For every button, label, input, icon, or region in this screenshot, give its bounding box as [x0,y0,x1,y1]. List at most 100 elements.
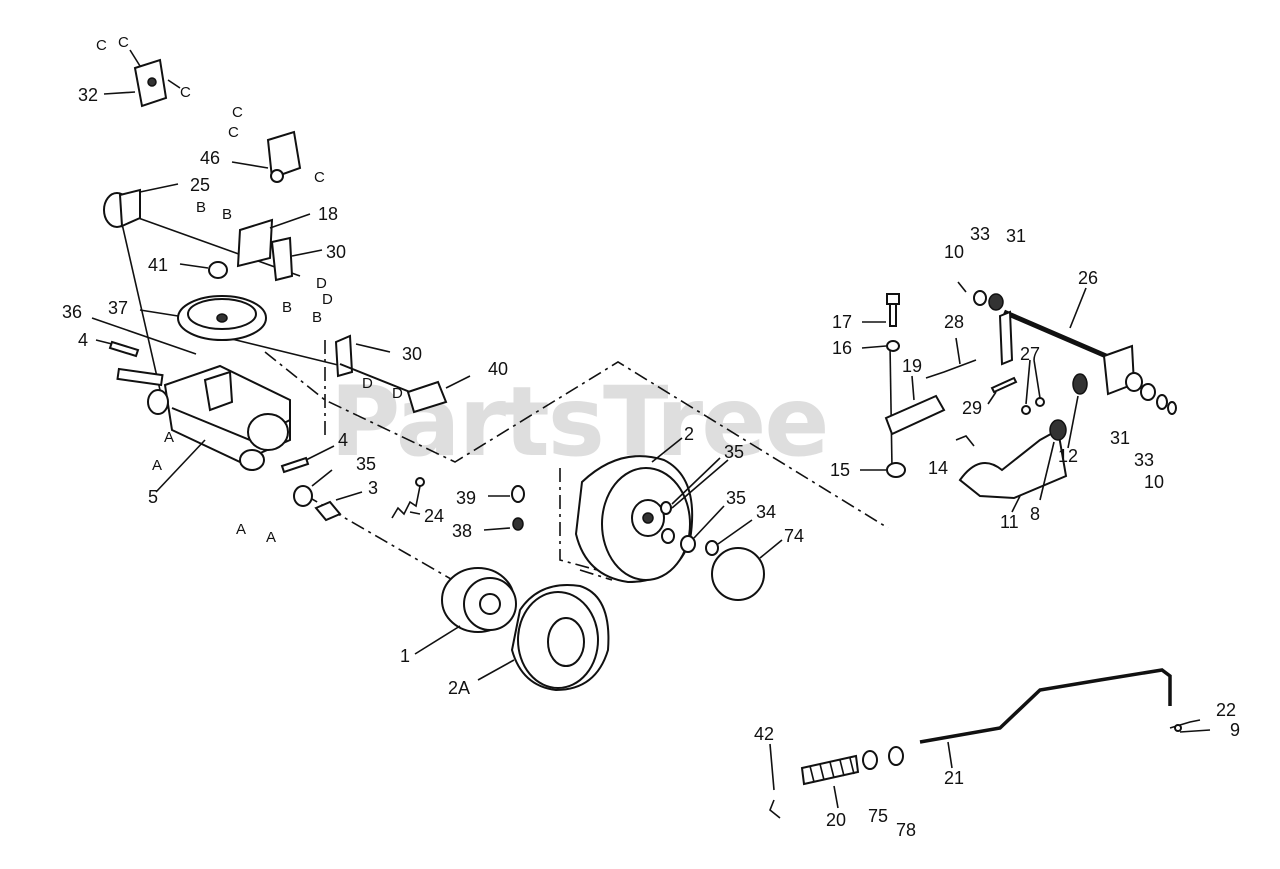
part-14-clip [955,435,975,447]
reference-letters: C C C C C C B B B B D D D D A A A A [96,34,403,546]
ref-letter-a: A [266,529,276,546]
part-16-washer [861,340,900,352]
part-4-pin-left [95,339,140,358]
part-29-pin [987,376,1018,405]
part-37-pulley [139,295,267,341]
callout-8: 8 [1030,504,1040,524]
callout-34: 34 [756,502,776,522]
callout-28: 28 [944,312,964,332]
ref-letter-b: B [312,309,322,326]
callout-26: 26 [1078,268,1098,288]
callout-2A: 2A [448,678,470,698]
callout-15: 15 [830,460,850,480]
part-4-pin-right [280,445,335,474]
callout-33: 33 [970,224,990,244]
ref-letter-d: D [362,375,373,392]
callout-20: 20 [826,810,846,830]
callout-31: 31 [1110,428,1130,448]
part-9-pin [1179,729,1211,733]
callout-75: 75 [868,806,888,826]
ref-letter-c: C [180,84,191,101]
callout-32: 32 [78,85,98,105]
part-40-block [406,375,471,414]
callout-24: 24 [424,506,444,526]
part-46-bracket [231,130,302,183]
part-75-washer [862,750,878,770]
ref-letter-b: B [196,199,206,216]
ref-letter-c: C [232,104,243,121]
callout-11: 11 [1000,512,1019,532]
part-24-spring [391,477,425,519]
callout-18: 18 [318,204,338,224]
part-15-nut [860,462,906,478]
part-32-bracket [103,49,181,108]
part-36-leader [91,317,197,355]
part-25-cable [103,183,179,228]
callout-37: 37 [108,298,128,318]
part-10-pin-upper [957,281,967,293]
part-22-clip [1169,719,1201,732]
callout-3: 3 [368,478,378,498]
callout-14: 14 [928,458,948,478]
part-11-lever [958,428,1068,513]
callout-10: 10 [1144,472,1164,492]
ref-letter-d: D [316,275,327,292]
part-30-bracket-upper [270,236,323,282]
callout-17: 17 [832,312,852,332]
ref-letter-a: A [164,429,174,446]
ref-letter-c: C [228,124,239,141]
part-38-bolt [483,517,524,531]
part-3-spacer [314,491,363,522]
callout-1: 1 [400,646,410,666]
part-30-bracket-lower [334,334,411,393]
ref-letter-d: D [392,385,403,402]
part-2-tire [574,437,694,584]
part-1-wheel-hub [414,567,517,655]
callout-22: 22 [1216,700,1236,720]
callout-35: 35 [356,454,376,474]
part-31-bushing-lower [1125,372,1143,392]
part-33-washer-upper [973,290,987,306]
callout-35: 35 [726,488,746,508]
callout-38: 38 [452,521,472,541]
callout-16: 16 [832,338,852,358]
part-18-plate [236,213,311,268]
callout-4: 4 [338,430,348,450]
callout-9: 9 [1230,720,1240,740]
part-35-washers-right [660,457,729,553]
ref-letter-a: A [236,521,246,538]
part-19-plate [884,375,946,436]
callout-4: 4 [78,330,88,350]
part-2A-tire [477,584,610,692]
part-41-clip [179,261,228,279]
ref-letter-b: B [222,206,232,223]
part-21-rod [919,668,1172,769]
part-42-hairpin [769,743,781,819]
part-35-washer-left [293,469,333,507]
callout-2: 2 [684,424,694,444]
callout-35: 35 [724,442,744,462]
ref-letter-c: C [118,34,129,51]
part-27-bolts [1021,359,1045,415]
part-5-transaxle [116,364,291,493]
part-33-washer-lower [1140,383,1156,401]
callout-31: 31 [1006,226,1026,246]
callout-36: 36 [62,302,82,322]
part-34-ring [705,519,753,556]
part-39-nut [488,485,525,503]
part-12-bushing [1067,373,1088,449]
part-20-spring [800,754,860,809]
callout-21: 21 [944,768,964,788]
callout-30: 30 [402,344,422,364]
callout-30: 30 [326,242,346,262]
part-26-shaft [998,287,1136,396]
callout-19: 19 [902,356,922,376]
callout-10: 10 [944,242,964,262]
part-74-cap [711,539,783,601]
callout-39: 39 [456,488,476,508]
callout-29: 29 [962,398,982,418]
part-31-bushing-upper [988,293,1004,311]
ref-letter-b: B [282,299,292,316]
callout-46: 46 [200,148,220,168]
ref-letter-c: C [96,37,107,54]
